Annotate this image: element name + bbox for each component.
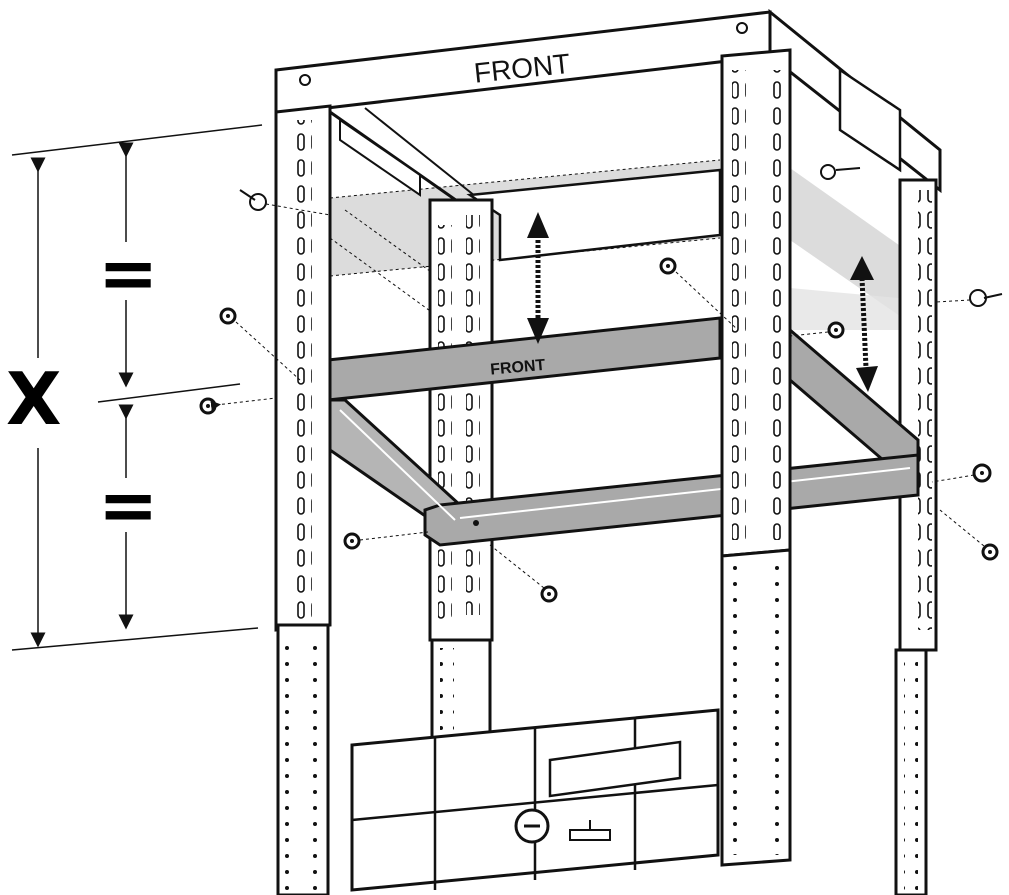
screw-icon <box>343 531 429 550</box>
screw-icon <box>239 189 331 216</box>
front-left-post <box>274 104 332 895</box>
rear-left-post <box>428 198 494 742</box>
screw-icon <box>789 321 845 339</box>
frame-front-label: FRONT <box>490 357 547 379</box>
screw-icon <box>299 74 311 86</box>
screw-icon <box>820 164 861 180</box>
screw-icon <box>736 22 748 34</box>
dimension-lines: X = = <box>6 124 263 651</box>
screw-icon <box>939 509 999 561</box>
double-arrow-icon <box>850 256 878 392</box>
double-arrow-icon <box>527 212 549 344</box>
screws <box>199 164 1003 603</box>
screw-icon <box>219 307 301 381</box>
front-right-post <box>720 48 792 867</box>
bottom-panel <box>350 708 720 892</box>
dimension-x-label: X <box>6 357 62 441</box>
screw-icon <box>199 397 277 415</box>
equal-bottom-label: = <box>98 463 158 547</box>
rear-right-post <box>894 178 938 895</box>
screw-icon <box>659 257 739 331</box>
equal-top-label: = <box>98 231 158 315</box>
shelf-frame: FRONT <box>326 316 920 547</box>
top-frame: FRONT <box>274 8 942 262</box>
screw-icon <box>935 289 1003 307</box>
screw-icon <box>931 463 992 483</box>
screw-icon <box>489 544 558 603</box>
